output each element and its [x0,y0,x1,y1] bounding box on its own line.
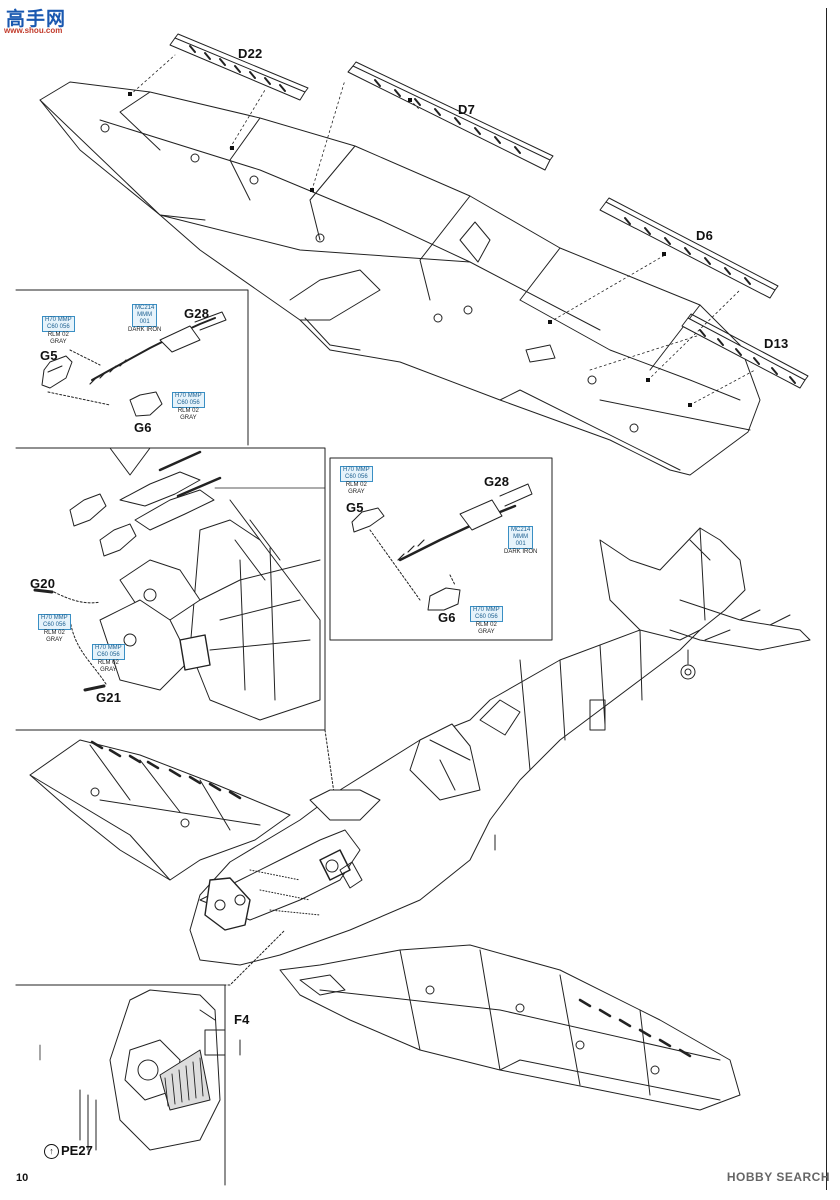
label-g5-top: G5 [40,348,58,363]
site-url: www.shou.com [4,26,63,35]
arrow-up-circle-icon: ↑ [44,1144,59,1159]
label-d22: D22 [238,46,263,61]
inset-radiator-mesh [15,929,286,1186]
inset-cockpit-guns [15,447,336,801]
site-name: 高手网 [6,9,67,30]
label-d7: D7 [458,102,476,117]
inset-gun-right [329,457,553,641]
label-g28-top: G28 [184,306,210,321]
label-g28-mid: G28 [484,474,510,489]
label-g5-mid: G5 [346,500,364,515]
hobby-search-watermark: HOBBY SEARCH [726,1170,830,1184]
top-wing-drawing [39,81,761,476]
label-g6-mid: G6 [438,610,456,625]
label-g21: G21 [96,690,122,705]
leader-lines [129,54,756,406]
page-frame [14,8,827,1190]
slat-d7 [347,61,554,171]
label-g20: G20 [30,576,56,591]
label-d6: D6 [696,228,714,243]
slat-d6 [599,197,779,299]
inset-gun-top [15,289,249,446]
label-g6-top: G6 [134,420,152,435]
page-number: 10 [16,1172,29,1184]
fuselage-drawing [189,527,811,966]
slat-d22 [169,33,309,101]
left-wing-drawing [29,739,291,881]
site-watermark-logo: 高手网 www.shou.com [4,4,74,38]
label-d13: D13 [764,336,789,351]
slat-d13 [681,313,809,389]
label-f4: F4 [234,1012,250,1027]
pe-step-label: ↑PE27 [44,1143,93,1159]
right-wing-drawing [279,944,741,1111]
